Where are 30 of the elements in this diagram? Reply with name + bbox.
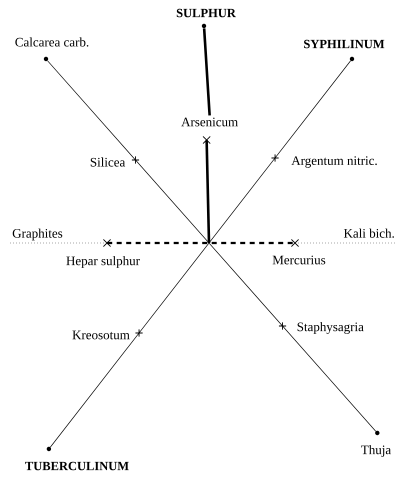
line [50,332,140,448]
cross-mark [131,156,140,164]
line [202,28,211,116]
point-label: Kali bich. [344,228,394,238]
cross-mark [202,136,211,144]
point-label: Staphysagria [298,322,364,334]
point-label: Mercurius [272,256,326,264]
dotted-line [294,242,398,244]
point-label: SULPHUR [176,8,236,18]
point-label: Argentum nitric. [291,156,377,168]
cross-mark [290,238,300,248]
line [282,326,376,432]
point-label: Silicea [90,157,126,167]
line [274,60,351,158]
point-label: Calcarea carb. [15,37,88,47]
point-label: TUBERCULINUM [25,462,129,470]
point-label: Kreosotum [72,330,130,340]
cross-mark [135,328,144,338]
dashed-line [107,242,295,244]
line [47,60,136,160]
point-label: Thuja [361,445,391,457]
point-label: Arsenicum [181,118,238,126]
dotted-line [10,242,108,244]
cross-mark [278,322,287,330]
cross-mark [271,154,280,162]
point-label: SYPHILINUM [304,40,384,48]
point-label: Hepar sulphur [66,256,140,268]
point-label: Graphites [12,228,62,240]
line [205,140,210,244]
cross-mark [102,238,112,248]
